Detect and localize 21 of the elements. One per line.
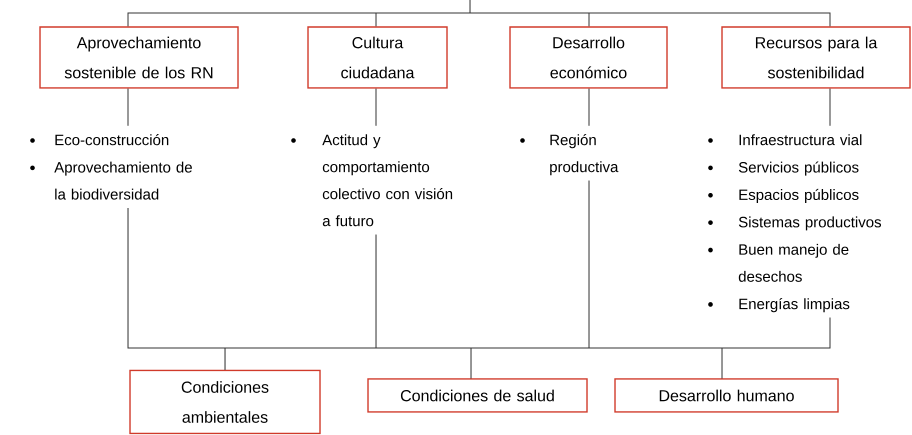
list-item: Aprovechamiento de la biodiversidad bbox=[30, 162, 192, 200]
list-item: Espacios públicos bbox=[708, 188, 859, 203]
node-label: Actitud y comportamiento colectivo con visión a futuro bbox=[322, 134, 452, 226]
connector-line bbox=[588, 88, 590, 126]
list-item: Región productiva bbox=[520, 134, 618, 176]
list-item: Infraestructura vial bbox=[708, 134, 862, 146]
list-item: Servicios públicos bbox=[708, 161, 858, 176]
list-item: Actitud y comportamiento colectivo con visión a futuro bbox=[291, 134, 452, 226]
outcome-box: Condiciones ambientales bbox=[129, 370, 321, 434]
connector-line bbox=[470, 0, 830, 27]
node-label: Región productiva bbox=[550, 134, 618, 176]
outcome-box: Desarrollo humano bbox=[614, 378, 839, 413]
category-box: Desarrollo económico bbox=[509, 26, 668, 89]
category-box: Recursos para la sostenibilidad bbox=[721, 26, 911, 89]
list-item: Sistemas productivos bbox=[708, 216, 882, 230]
category-box: Aprovechamiento sostenible de los RN bbox=[39, 26, 239, 89]
list-item: Buen manejo de desechos bbox=[708, 244, 848, 282]
list-item: Energías limpias bbox=[708, 298, 850, 312]
category-box: Cultura ciudadana bbox=[307, 26, 448, 89]
outcome-box: Condiciones de salud bbox=[367, 378, 588, 413]
list-item: Eco-construcción bbox=[30, 134, 168, 146]
